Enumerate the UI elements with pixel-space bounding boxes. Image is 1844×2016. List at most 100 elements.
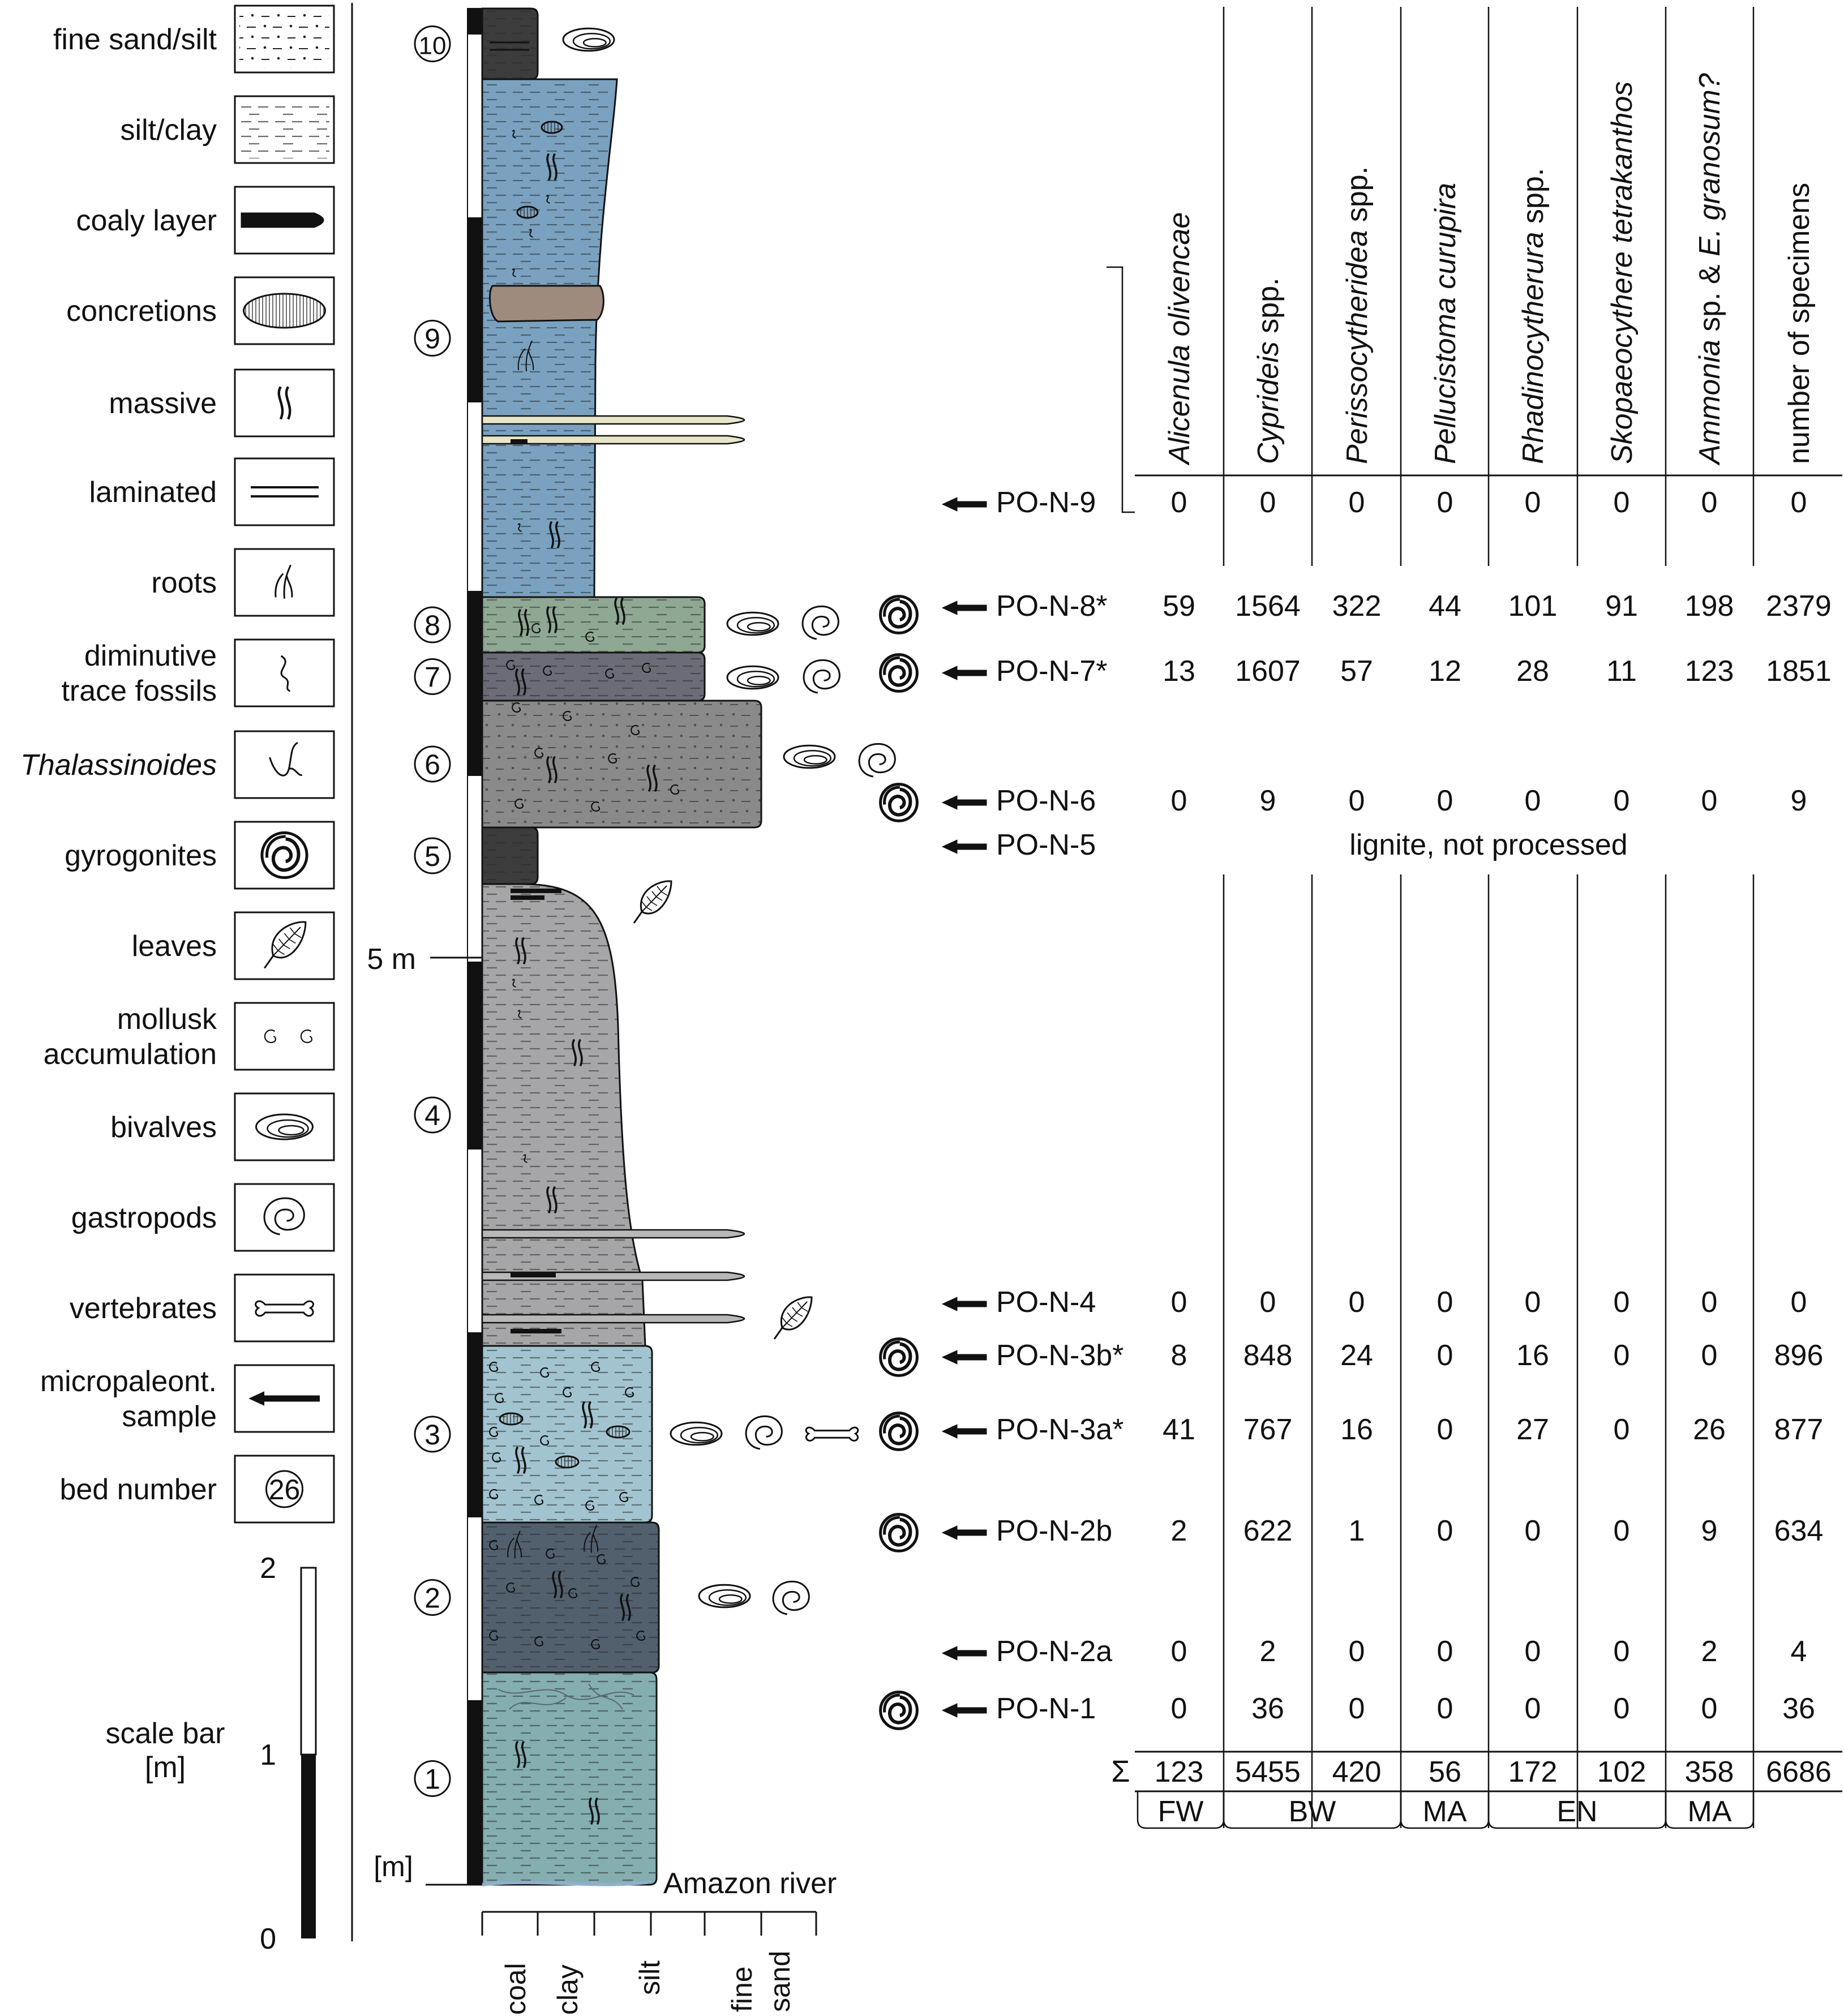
river-label: Amazon river [663,1867,837,1900]
mollusk-symbol [506,1582,516,1593]
table-cell: 2 [1260,1635,1276,1668]
gyrogonite-spiral [887,1416,912,1445]
bed-number-circle [414,745,451,783]
legend-box [234,457,335,526]
table-cell: 0 [1701,1339,1718,1372]
bed-number: 1 [424,1764,440,1795]
table-cell: 0 [1437,1635,1453,1668]
sample-id: PO-N-5 [996,829,1096,861]
scale-bar-black [301,1755,316,1938]
mollusk-symbol [591,801,601,812]
massive-symbol [558,1571,563,1599]
header-part: E. granosum? [1693,73,1726,256]
legend-label: diminutive [84,640,217,672]
group-label: EN [1556,1795,1597,1828]
legend-item: micropaleont.sample [40,1364,335,1433]
table-cell: 0 [1525,1635,1541,1668]
legend-label: micropaleont. [40,1365,217,1398]
bed-number-circle [414,1096,451,1134]
arrow-symbol [941,1525,987,1540]
concretion-symbol [541,121,563,134]
coaly-lens [481,435,745,445]
arrow-symbol [941,600,987,615]
bed-number: 10 [419,32,447,60]
ruler-segment [467,33,483,218]
root-line [590,1525,597,1553]
sample-id: PO-N-9 [996,486,1096,519]
header-part: Alicenula olivencae [1163,212,1196,466]
gyrogonite-spiral [887,787,912,817]
bivalve-symbol [726,665,779,690]
massive-symbol [521,937,526,965]
massive-symbol [620,597,625,625]
legend-label: bed number [59,1473,217,1506]
laminated-symbol [490,41,529,51]
concretion-symbol [499,1412,524,1426]
table-cell: 9 [1260,784,1276,817]
bed: 2 [414,1521,660,1674]
leaf-vein [646,896,658,906]
legend-label: laminated [89,476,217,509]
legend-label: accumulation [44,1038,217,1071]
table-cell: 0 [1260,1286,1276,1319]
trace-fossil-symbol [517,1010,522,1019]
root-line [283,564,291,599]
header-part: spp. [1517,168,1550,232]
sample-arrow [941,600,987,615]
bed-number: 4 [424,1100,440,1131]
mollusk-symbol [531,623,541,634]
bed: 1 [414,1671,658,1886]
gastropod-symbol [801,605,839,640]
grain-size-label: fine [726,1966,758,2012]
table-cell: 0 [1349,1692,1365,1725]
mollusk-symbol [489,1426,499,1438]
legend-box [234,368,335,437]
table-cell: 0 [1349,486,1365,519]
table-cell: 0 [1171,1692,1187,1725]
gyrogonite-spiral [887,1517,912,1547]
sample-bracket [1107,266,1135,513]
group-bracket [1137,1791,1225,1829]
bed-lithology-pattern [482,1522,659,1672]
bed-lithology-pattern [482,1672,657,1885]
legend-item: roots [151,548,335,617]
scale-bar-label: [m] [145,1751,186,1784]
arrow-symbol [941,1350,987,1365]
table-cell: 2 [1171,1515,1187,1547]
bivalve-rib [680,1426,719,1444]
bivalve-rib [690,1431,714,1442]
table-cell: 848 [1243,1339,1293,1372]
ruler-segment [467,962,483,1149]
sample-arrow [941,666,987,680]
bed-number: 6 [424,749,440,780]
roots-symbol [509,1683,623,1710]
silt-clay-pattern [239,101,329,158]
table-cell: 0 [1437,1339,1453,1372]
table-cell: 2379 [1766,590,1832,623]
header-part: Cyprideis [1252,341,1285,464]
bed-lithology-pattern [482,8,538,79]
leaf-vein [782,1317,793,1327]
arrow-symbol [941,839,987,854]
sample-arrow [941,1703,987,1718]
massive-symbol [589,1797,594,1825]
massive-symbol [521,1740,526,1769]
table-cell: 11 [1606,655,1637,688]
bed-number: 9 [424,323,440,355]
bed-number: 8 [424,610,440,641]
table-cell: 0 [1614,1692,1630,1725]
legend-label: gyrogonites [65,839,217,872]
sample-arrow [941,1350,987,1365]
group-bracket [1487,1791,1667,1829]
leaf-vein [641,901,653,911]
root-line [514,1530,521,1559]
mollusk-symbol [489,1361,499,1372]
bivalve-symbol [562,27,615,52]
